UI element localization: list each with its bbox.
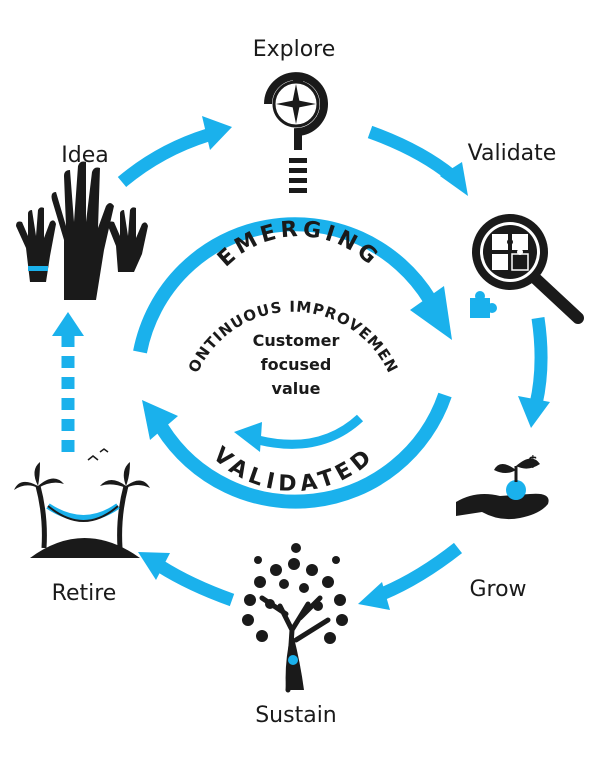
- arrow-validate-to-grow-head: [518, 396, 550, 428]
- stage-label-retire: Retire: [52, 581, 117, 606]
- island-hammock-icon: [14, 448, 150, 558]
- arrow-idea-to-explore-head: [202, 116, 232, 150]
- center-line-2: focused: [261, 355, 332, 374]
- arrow-sustain-to-retire-head: [138, 552, 170, 580]
- arrow-grow-to-sustain-head: [358, 582, 390, 610]
- inner-arc-small-head: [234, 422, 262, 452]
- arrow-sustain-to-retire: [156, 560, 235, 607]
- stage-label-grow: Grow: [469, 577, 526, 602]
- tree-icon: [238, 542, 354, 693]
- arrow-explore-to-validate-head: [440, 162, 468, 196]
- stage-label-sustain: Sustain: [255, 703, 337, 728]
- hammock: [46, 503, 120, 521]
- arrow-explore-to-validate: [367, 125, 457, 182]
- inner-arc-top-head: [410, 286, 452, 340]
- raised-hands-icon: [16, 161, 148, 300]
- inner-arc-bottom: [156, 392, 452, 509]
- continuous-improvement-label: CONTINUOUS IMPROVEMENT: [0, 0, 402, 376]
- hand-plant-money-icon: $: [456, 454, 549, 520]
- svg-text:$: $: [528, 454, 538, 470]
- stage-label-explore: Explore: [253, 37, 336, 62]
- compass-question-icon: [264, 72, 328, 193]
- arrow-retire-to-idea-head: [52, 312, 84, 336]
- emerging-label: EMERGING: [213, 217, 385, 272]
- inner-cycle: [133, 217, 452, 509]
- center-line-3: value: [272, 379, 321, 398]
- puzzle-piece-icon: [470, 291, 497, 318]
- arrow-grow-to-sustain: [379, 542, 463, 600]
- inner-arc-bottom-head: [142, 400, 178, 440]
- wristband: [28, 266, 48, 271]
- outer-cycle-arrows: [52, 116, 550, 610]
- inner-arc-top: [133, 217, 436, 354]
- inner-arc-small: [256, 414, 364, 449]
- arrow-idea-to-explore: [117, 128, 210, 187]
- stage-label-validate: Validate: [468, 141, 557, 166]
- center-line-1: Customer: [253, 331, 340, 350]
- puzzle-magnifier-icon: [470, 214, 584, 324]
- arrow-validate-to-grow: [529, 317, 548, 406]
